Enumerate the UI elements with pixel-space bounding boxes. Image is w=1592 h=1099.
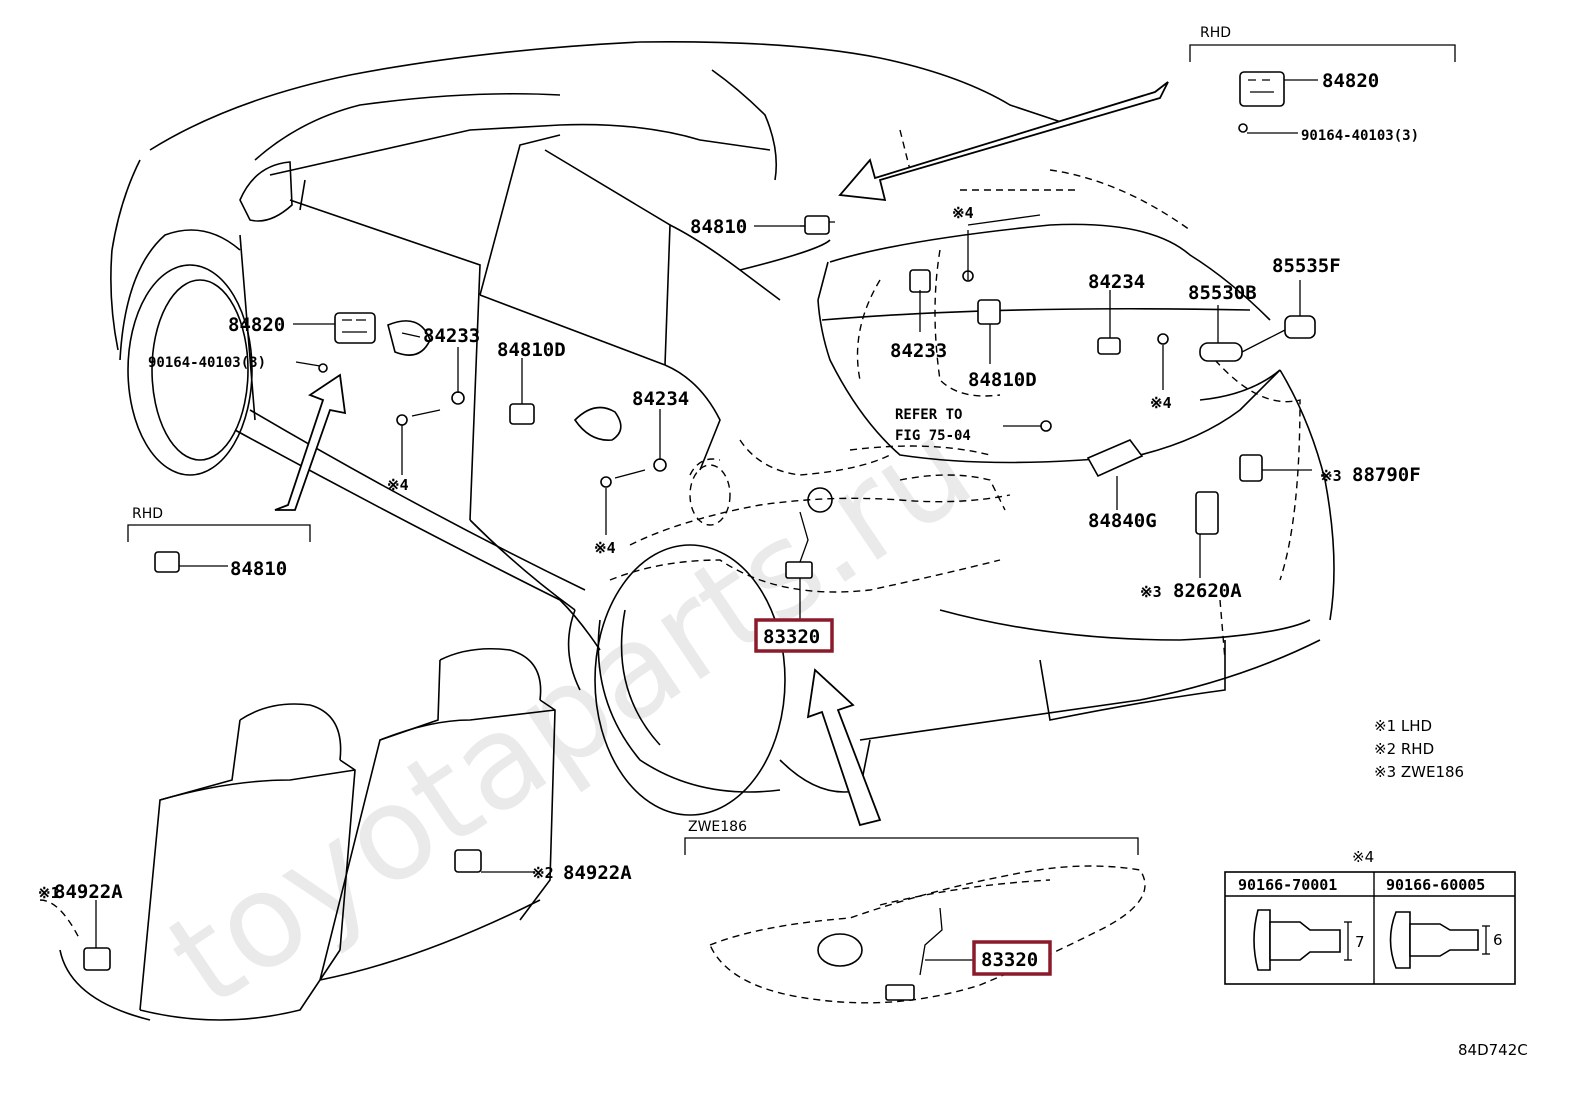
- watermark: toyotaparts.ru: [142, 390, 997, 1036]
- zwe186-bracket: [684, 837, 1139, 855]
- mark-4-rear-door: ※4: [594, 539, 616, 557]
- fastener-table-mark: ※4: [1352, 848, 1374, 866]
- switch-84233-right-part: [909, 269, 931, 293]
- legend-line-1: ※1 LHD: [1374, 717, 1432, 735]
- switch-84810-rhd-part: [154, 551, 180, 573]
- switch-84810d-right-part: [977, 299, 1001, 325]
- seats-outline: [39, 647, 556, 1021]
- rhd-left-bracket: [127, 524, 311, 542]
- callout-88790f: 88790F: [1352, 464, 1421, 486]
- fastener-table-col1: 90166-70001: [1238, 876, 1337, 894]
- zwe186-tank: [709, 865, 1146, 1004]
- mark-4-rear: ※4: [952, 204, 974, 222]
- callout-84233-left: 84233: [423, 325, 480, 347]
- clip-fasteners: [318, 123, 1248, 488]
- refer-to-line2[interactable]: FIG 75-04: [895, 428, 971, 444]
- sensor-84922a-right-part: [454, 849, 482, 873]
- switch-84810-part: [800, 215, 835, 235]
- callout-85535f: 85535F: [1272, 255, 1341, 277]
- callout-90164-left: 90164-40103(3): [148, 355, 266, 371]
- callout-85530b: 85530B: [1188, 282, 1257, 304]
- leader-lines: [95, 79, 1318, 961]
- callout-84233-right: 84233: [890, 340, 947, 362]
- legend-line-3: ※3 ZWE186: [1374, 763, 1464, 781]
- sensor-85535f-part: [1284, 315, 1316, 339]
- pointer-arrow-left: [274, 373, 347, 511]
- mark-3-88790f: ※3: [1320, 467, 1342, 485]
- fuel-sender-83320-part: [785, 511, 813, 579]
- switch-84820-left-part: [334, 312, 376, 344]
- legend-line-2: ※2 RHD: [1374, 740, 1434, 758]
- callout-84820-left: 84820: [228, 314, 285, 336]
- callout-84820-rhd: 84820: [1322, 70, 1379, 92]
- callout-84234-left: 84234: [632, 388, 689, 410]
- rhd-top-label: RHD: [1200, 25, 1231, 41]
- refer-to-line1: REFER TO: [895, 407, 962, 423]
- switch-84820-rhd-part: [1239, 71, 1285, 107]
- courtesy-switch-84234-left-part: [573, 406, 622, 441]
- callout-82620a: 82620A: [1173, 580, 1242, 602]
- mark-1-84922a: ※1: [38, 884, 60, 902]
- highlight-box-83320-main: [754, 618, 834, 653]
- drawing-id: 84D742C: [1458, 1041, 1528, 1059]
- sensor-84922a-left-part: [83, 947, 111, 971]
- callout-84234-right: 84234: [1088, 271, 1145, 293]
- highlight-box-83320-zwe: [972, 940, 1052, 976]
- sensor-85530b-part: [1199, 342, 1243, 362]
- pointer-arrow-rear: [838, 81, 1169, 202]
- rhd-left-label: RHD: [132, 506, 163, 522]
- switch-84234-right-part: [1097, 337, 1121, 355]
- callout-83320-zwe[interactable]: 83320: [981, 949, 1038, 971]
- callout-84810: 84810: [690, 216, 747, 238]
- mark-4-rear-lower: ※4: [1150, 394, 1172, 412]
- callout-84840g: 84840G: [1088, 510, 1157, 532]
- switch-84810d-left-part: [509, 403, 535, 425]
- connector-82620a-part: [1195, 491, 1219, 535]
- callout-90164-rhd: 90164-40103(3): [1301, 128, 1419, 144]
- mark-4-front-door: ※4: [387, 476, 409, 494]
- pointer-arrow-tank: [806, 668, 882, 827]
- mark-2-84922a: ※2: [532, 864, 554, 882]
- fastener-table-col2: 90166-60005: [1386, 876, 1485, 894]
- zwe186-label: ZWE186: [688, 819, 747, 835]
- callout-84810-rhd: 84810: [230, 558, 287, 580]
- callout-83320-main[interactable]: 83320: [763, 626, 820, 648]
- fastener-dim-2: 6: [1493, 931, 1503, 949]
- rhd-top-bracket: [1189, 44, 1456, 62]
- courtesy-switch-84233-left-part: [387, 320, 431, 356]
- callout-84810d-right: 84810D: [968, 369, 1037, 391]
- callout-84922a-right: 84922A: [563, 862, 632, 884]
- callout-84810d-left: 84810D: [497, 339, 566, 361]
- callout-84922a-left: 84922A: [54, 881, 123, 903]
- fastener-table: ※4 90166-70001 90166-60005 7 6: [1224, 848, 1516, 985]
- relay-88790f-part: [1239, 454, 1263, 482]
- mark-3-82620a: ※3: [1140, 583, 1162, 601]
- fastener-dim-1: 7: [1355, 933, 1365, 951]
- car-body-outline: [110, 41, 1335, 816]
- handle-84840g-part: [1086, 439, 1144, 478]
